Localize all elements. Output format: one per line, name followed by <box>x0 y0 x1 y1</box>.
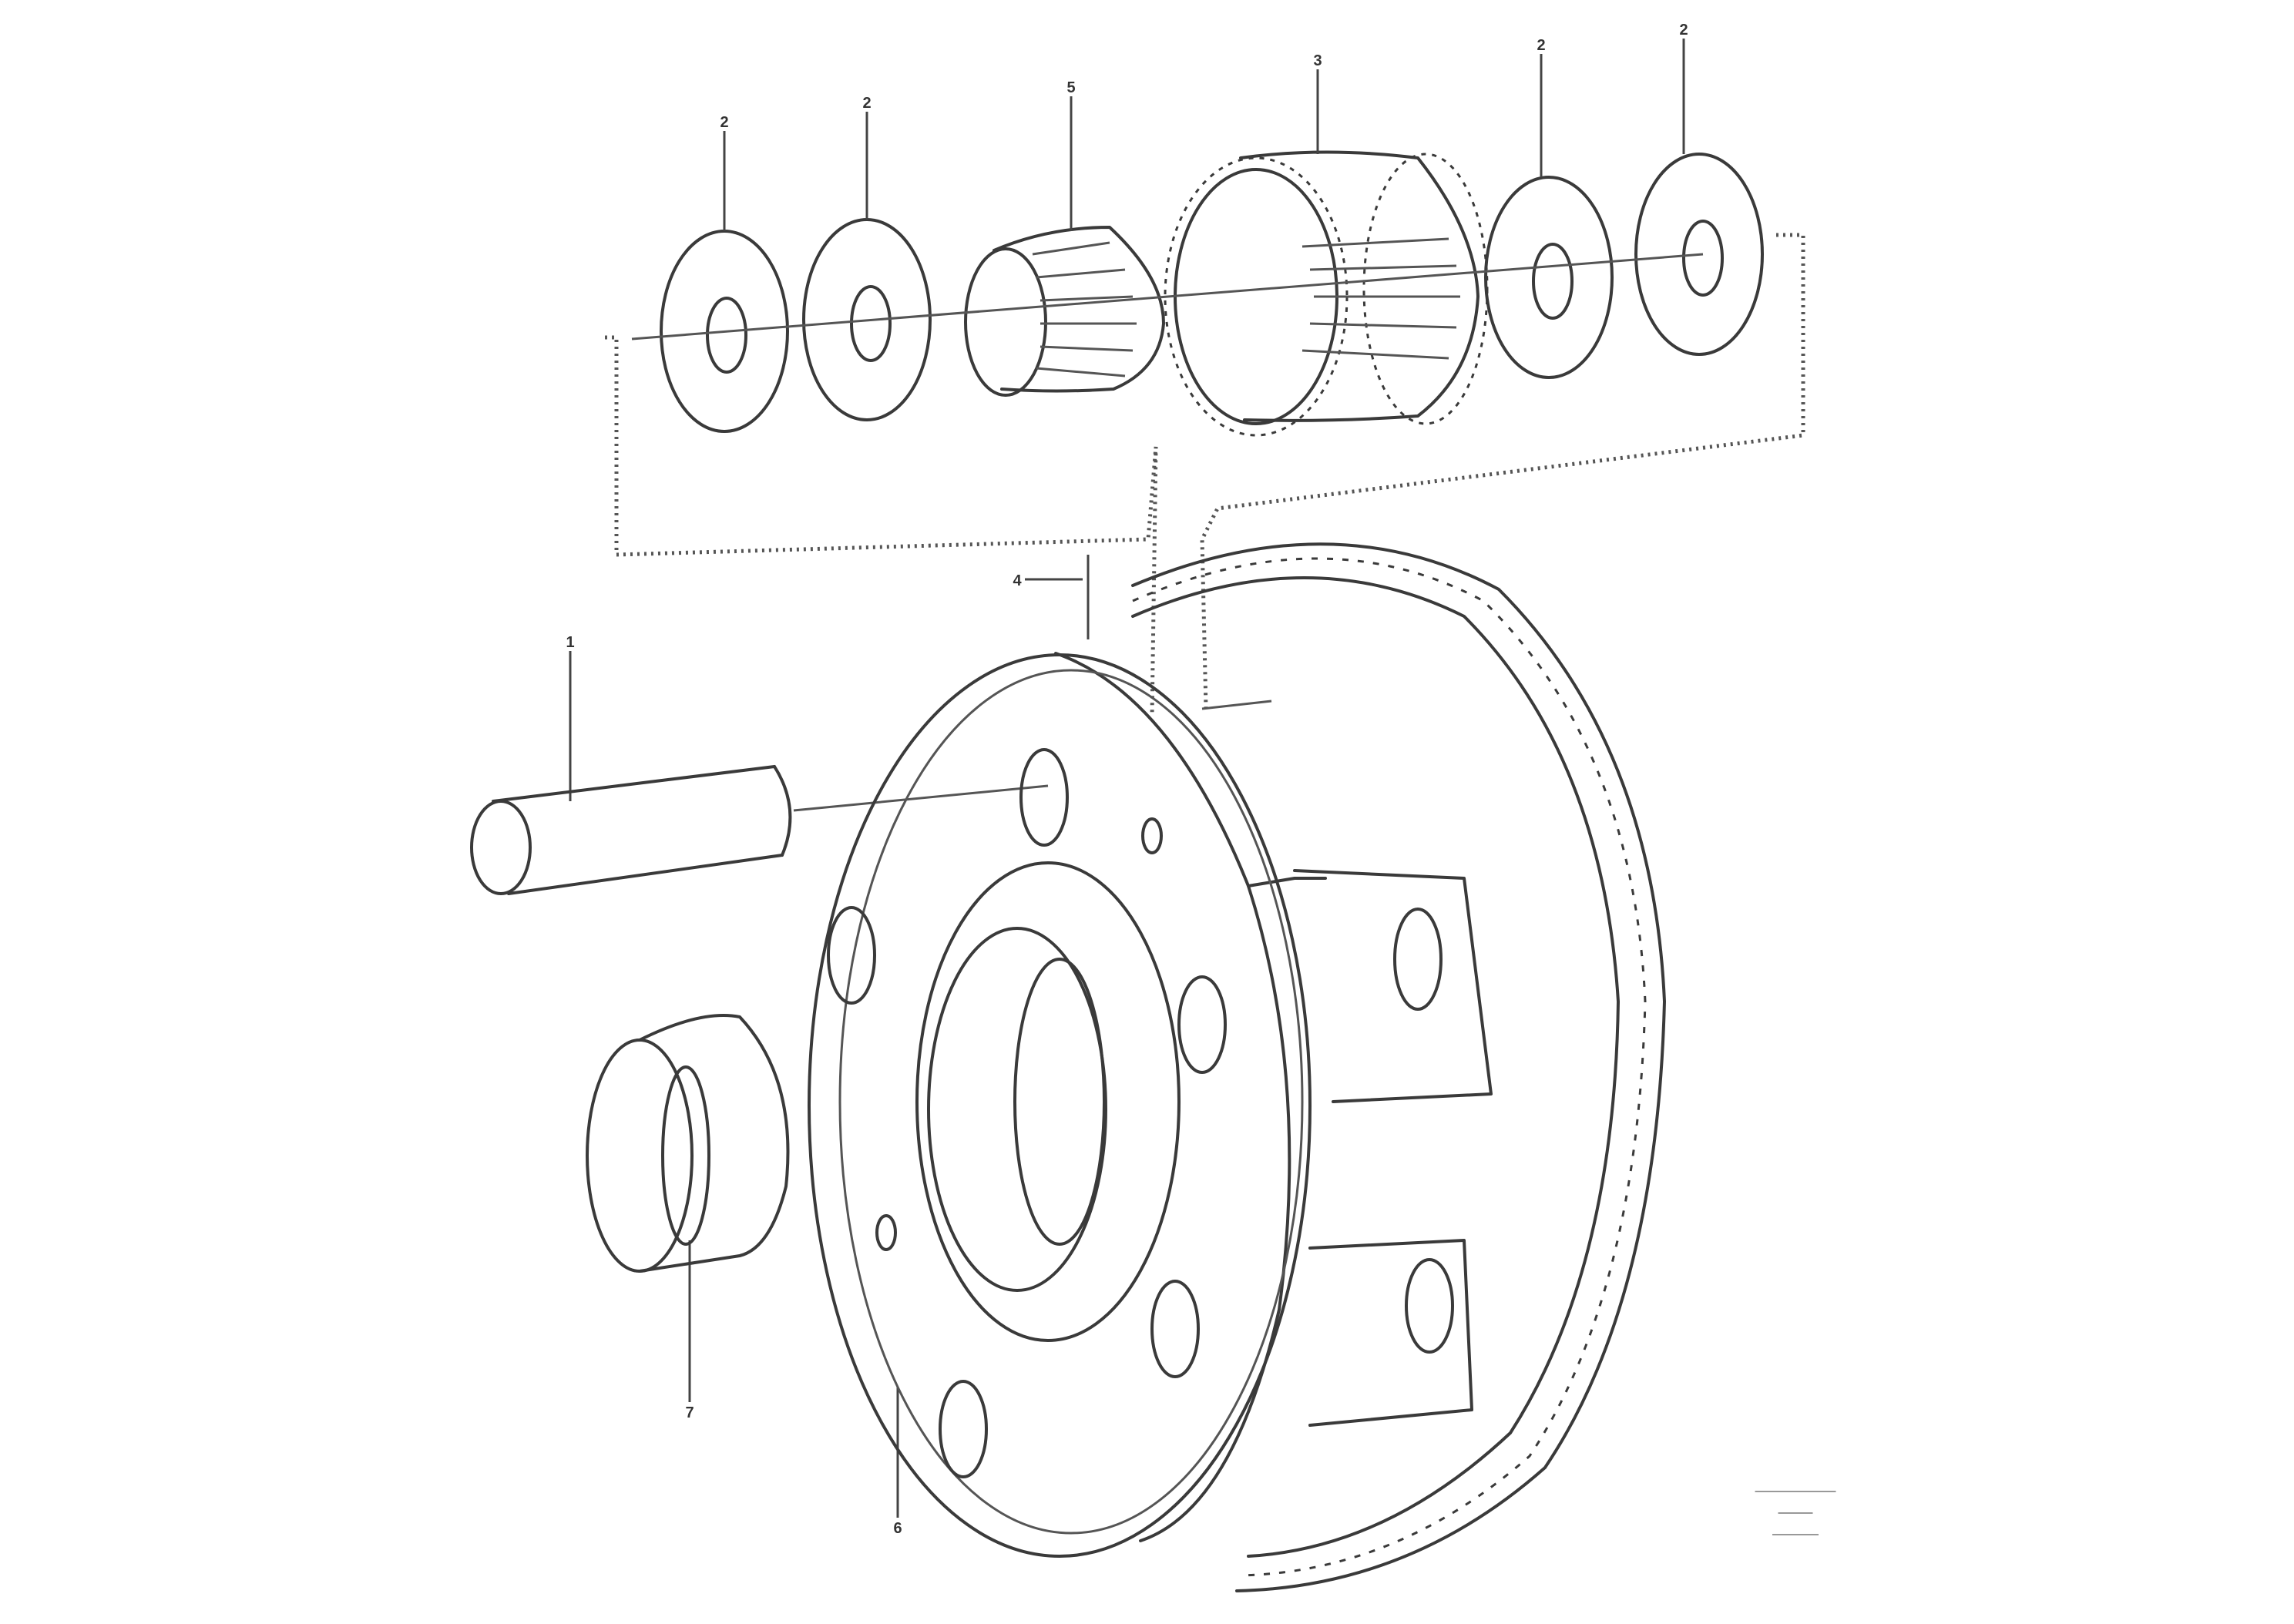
ring-gear <box>1131 542 1666 1592</box>
callout-label: 2 <box>720 114 728 131</box>
callout-label: 4 <box>1013 572 1022 589</box>
callout-label: 1 <box>566 634 574 651</box>
reference-block: ——————— ——— ———— <box>1755 1485 1836 1541</box>
callout-label: 2 <box>862 95 871 112</box>
callout-leaders <box>569 39 1685 1518</box>
callout-label: 6 <box>893 1520 902 1537</box>
callout-label: 5 <box>1066 79 1075 96</box>
washer-3 <box>1484 176 1614 379</box>
carrier-face <box>808 653 1312 1558</box>
reference-line-1: ——————— <box>1755 1485 1836 1498</box>
reference-line-2: ——— <box>1778 1506 1813 1519</box>
callout-label: 3 <box>1313 52 1322 69</box>
callout-label: 2 <box>1679 22 1688 39</box>
bushing <box>586 1014 790 1273</box>
washer-4 <box>1634 153 1764 356</box>
callout-label: 2 <box>1537 37 1545 54</box>
planet-carrier <box>1054 652 1493 1542</box>
callout-label: 7 <box>685 1404 694 1421</box>
needle-bearing <box>964 226 1165 397</box>
planet-shaft <box>470 765 1049 895</box>
reference-line-3: ———— <box>1772 1528 1819 1541</box>
assembly-bracket <box>605 233 1805 717</box>
